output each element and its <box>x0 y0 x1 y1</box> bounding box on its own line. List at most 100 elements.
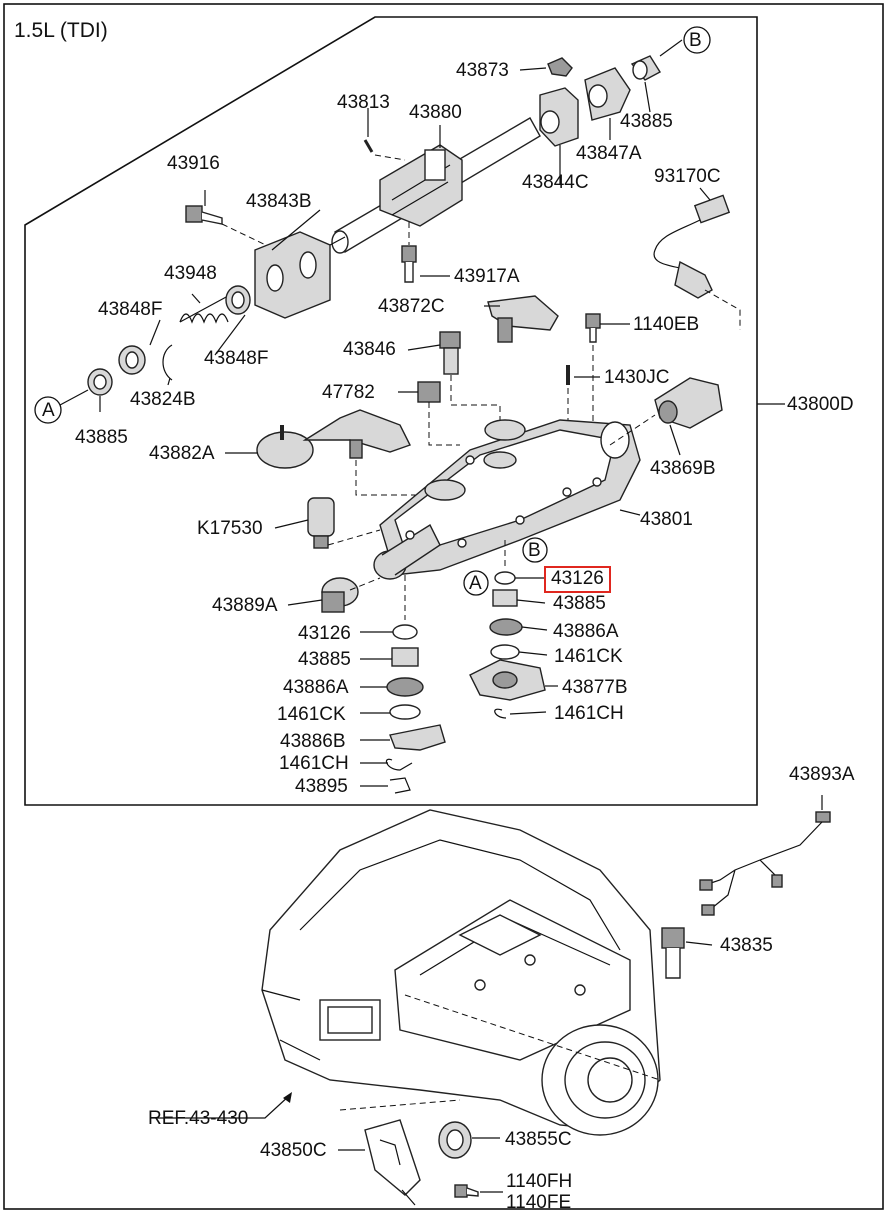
label-43895[interactable]: 43895 <box>295 776 348 797</box>
badge-b-top: B <box>689 30 702 51</box>
clip-43873 <box>547 57 573 77</box>
bearing-43886A-left <box>386 677 424 697</box>
lever-43882A <box>256 409 420 496</box>
label-1461CK-right[interactable]: 1461CK <box>554 646 623 667</box>
label-43948[interactable]: 43948 <box>164 263 217 284</box>
label-43889A[interactable]: 43889A <box>212 595 278 616</box>
snap-ring-43824B <box>162 344 173 381</box>
label-43844C[interactable]: 43844C <box>522 172 589 193</box>
label-43886A-right[interactable]: 43886A <box>553 621 619 642</box>
housing-43801 <box>373 419 641 580</box>
seal-43855C <box>438 1121 472 1159</box>
bolt-43916 <box>185 205 273 249</box>
label-43126-highlighted[interactable]: 43126 <box>544 566 611 593</box>
label-43917A[interactable]: 43917A <box>454 266 520 287</box>
label-43846[interactable]: 43846 <box>343 339 396 360</box>
label-43835[interactable]: 43835 <box>720 935 773 956</box>
label-43843B[interactable]: 43843B <box>246 191 312 212</box>
bushing-43885-low <box>391 647 419 667</box>
label-1140FH[interactable]: 1140FH <box>506 1171 573 1192</box>
label-43847A[interactable]: 43847A <box>576 143 642 164</box>
bolt-43835 <box>661 927 713 979</box>
label-43886B[interactable]: 43886B <box>280 731 346 752</box>
label-43880[interactable]: 43880 <box>409 102 462 123</box>
label-93170C[interactable]: 93170C <box>654 166 721 187</box>
label-43893A[interactable]: 43893A <box>789 764 855 785</box>
sensor-93170C <box>653 194 741 330</box>
ref-circle-B-top <box>683 26 711 54</box>
label-1140EB[interactable]: 1140EB <box>633 314 700 335</box>
outer-frame <box>3 3 884 1210</box>
clip-1461CH-right <box>494 708 507 719</box>
badge-b-mid: B <box>528 540 541 561</box>
badge-a-mid: A <box>469 573 482 594</box>
label-ref-43-430[interactable]: REF.43-430 <box>148 1108 249 1129</box>
bracket-43843B <box>254 231 331 319</box>
harness-43893A <box>699 795 831 916</box>
label-43877B[interactable]: 43877B <box>562 677 628 698</box>
label-43126-low[interactable]: 43126 <box>298 623 351 644</box>
label-43824B[interactable]: 43824B <box>130 389 196 410</box>
shift-shaft <box>329 108 541 254</box>
bushing-43885-left <box>87 368 113 396</box>
plug-47782 <box>417 381 460 446</box>
spring-43948 <box>179 313 229 324</box>
bushing-43848F-left <box>118 345 146 375</box>
label-1430JC[interactable]: 1430JC <box>604 367 670 388</box>
label-43885-left[interactable]: 43885 <box>75 427 128 448</box>
transmission-case <box>261 809 661 1136</box>
bracket-43844C <box>539 87 579 147</box>
ref-circle-A-mid <box>463 570 489 596</box>
oring-43126-hl <box>494 571 516 585</box>
label-43855C[interactable]: 43855C <box>505 1129 572 1150</box>
label-43869B[interactable]: 43869B <box>650 458 716 479</box>
label-43872C[interactable]: 43872C <box>378 296 445 317</box>
label-43885-mid[interactable]: 43885 <box>553 593 606 614</box>
plug-43889A <box>321 577 381 613</box>
label-43848F-left[interactable]: 43848F <box>98 299 163 320</box>
label-1461CH-right[interactable]: 1461CH <box>554 703 624 724</box>
ref-circle-B-mid <box>522 537 548 563</box>
label-K17530[interactable]: K17530 <box>197 518 263 539</box>
detail-box <box>24 16 758 806</box>
label-43813[interactable]: 43813 <box>337 92 390 113</box>
label-1461CK-left[interactable]: 1461CK <box>277 704 346 725</box>
clip-1461CH-left <box>385 758 413 771</box>
lever-43872C <box>487 295 559 343</box>
clip-43895 <box>389 777 411 794</box>
label-1140FE[interactable]: 1140FE <box>506 1192 572 1211</box>
bush-43847A <box>584 67 631 121</box>
plate-43886B <box>389 724 446 751</box>
ring-1461CK-right <box>490 644 520 660</box>
plug-43846 <box>439 331 501 425</box>
label-1461CH-left[interactable]: 1461CH <box>279 753 349 774</box>
ref-circle-A-left <box>34 396 62 424</box>
ring-1461CK-left <box>389 704 421 720</box>
part-K17530 <box>307 497 381 549</box>
bolt-1140FH <box>454 1184 503 1198</box>
badge-a-left: A <box>42 400 55 421</box>
label-43916[interactable]: 43916 <box>167 153 220 174</box>
oring-43126-low <box>392 624 418 640</box>
label-43885-low[interactable]: 43885 <box>298 649 351 670</box>
label-43850C[interactable]: 43850C <box>260 1140 327 1161</box>
label-43886A-left[interactable]: 43886A <box>283 677 349 698</box>
label-43873[interactable]: 43873 <box>456 60 509 81</box>
label-43848F-right[interactable]: 43848F <box>204 348 269 369</box>
bushing-43885-top <box>630 55 661 81</box>
label-47782[interactable]: 47782 <box>322 382 375 403</box>
lever-43850C <box>339 1099 461 1206</box>
label-43800D[interactable]: 43800D <box>787 394 854 415</box>
leader-lines <box>99 81 711 606</box>
engine-title: 1.5L (TDI) <box>14 19 108 42</box>
bolt-43917A <box>401 222 417 283</box>
switch-43869B <box>609 377 723 446</box>
washer-43848F-right <box>225 285 251 315</box>
label-43801[interactable]: 43801 <box>640 509 693 530</box>
bushing-43885-mid <box>492 589 518 607</box>
bearing-43886A-right <box>489 618 523 636</box>
label-43882A[interactable]: 43882A <box>149 443 215 464</box>
label-43885-top[interactable]: 43885 <box>620 111 673 132</box>
